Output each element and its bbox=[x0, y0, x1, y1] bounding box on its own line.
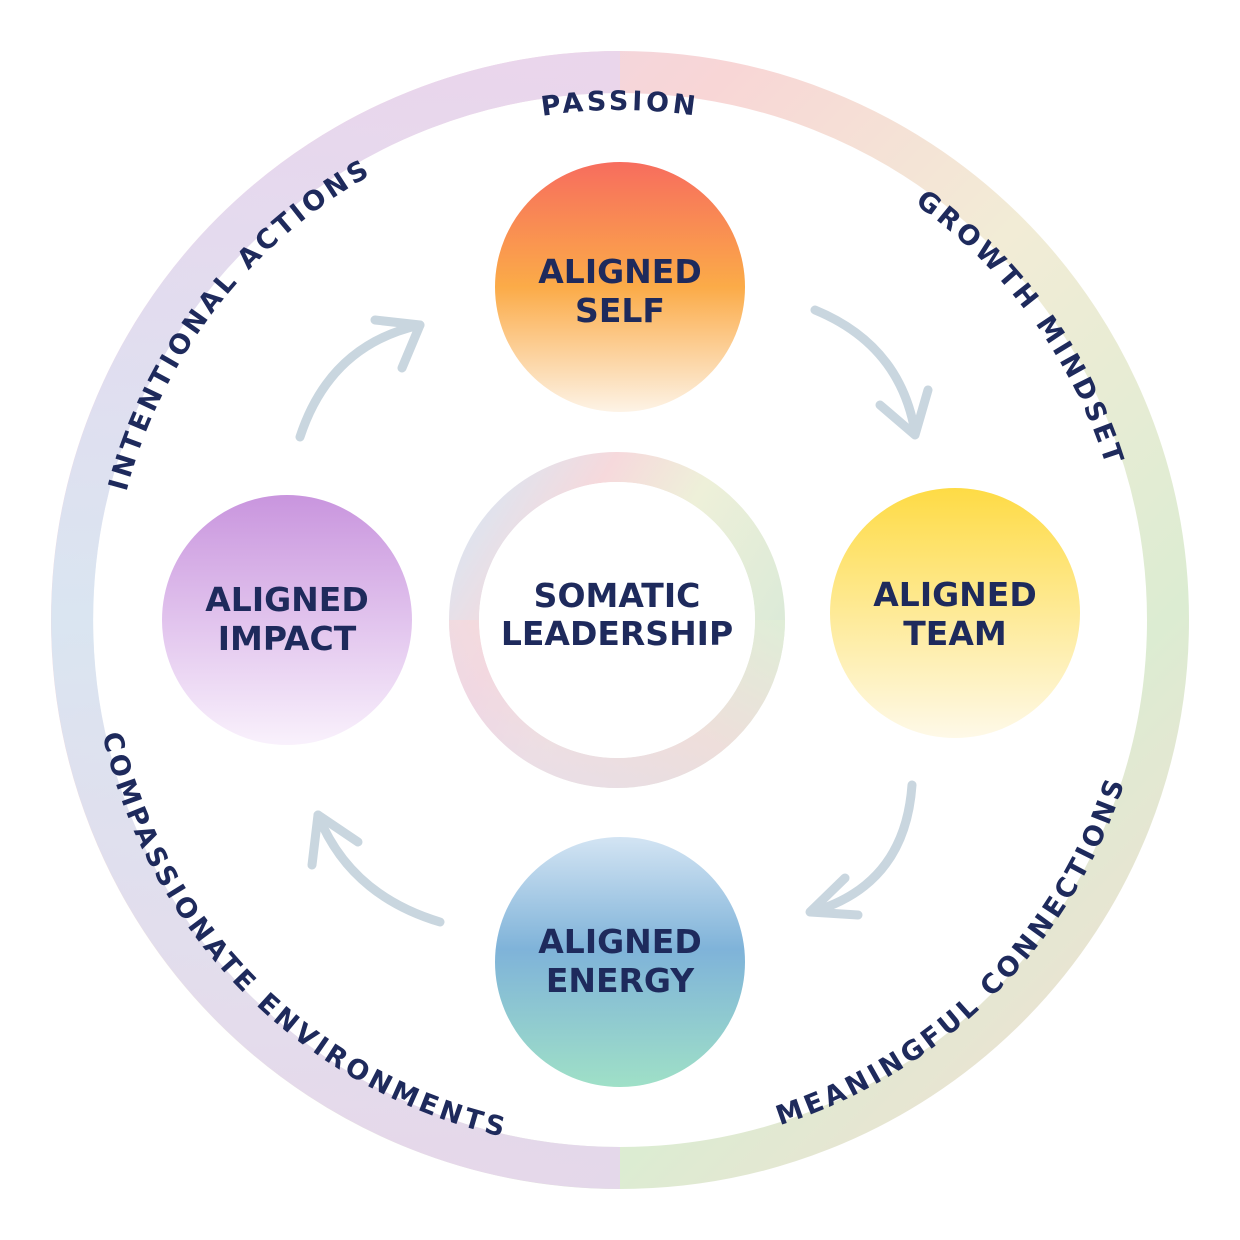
node-aligned-impact: ALIGNED IMPACT bbox=[162, 495, 412, 745]
node-aligned-impact-line1: ALIGNED bbox=[205, 580, 369, 619]
center-title-line1: SOMATIC bbox=[534, 576, 701, 615]
arrow-energy-to-impact-icon bbox=[307, 810, 445, 927]
node-aligned-team-line2: TEAM bbox=[903, 614, 1006, 653]
inner-ring bbox=[449, 452, 785, 788]
arrow-team-to-energy-icon bbox=[805, 780, 917, 920]
node-aligned-impact-line2: IMPACT bbox=[218, 619, 357, 658]
arrow-self-to-team-icon bbox=[810, 305, 933, 440]
ring-label-passion: PASSION bbox=[539, 86, 701, 123]
node-aligned-self-line2: SELF bbox=[575, 291, 665, 330]
node-aligned-self-line1: ALIGNED bbox=[538, 252, 702, 291]
arrow-impact-to-self-icon bbox=[295, 315, 425, 442]
center-title-line2: LEADERSHIP bbox=[501, 614, 733, 653]
node-aligned-energy: ALIGNED ENERGY bbox=[495, 837, 745, 1087]
node-aligned-self-circle bbox=[495, 162, 745, 412]
outer-ring bbox=[51, 51, 1189, 1189]
node-aligned-self: ALIGNED SELF bbox=[495, 162, 745, 412]
node-aligned-team-circle bbox=[830, 488, 1080, 738]
node-aligned-energy-line1: ALIGNED bbox=[538, 922, 702, 961]
node-aligned-energy-line2: ENERGY bbox=[546, 961, 695, 1000]
node-aligned-team-line1: ALIGNED bbox=[873, 575, 1037, 614]
node-aligned-team: ALIGNED TEAM bbox=[830, 488, 1080, 738]
node-aligned-impact-circle bbox=[162, 495, 412, 745]
node-aligned-energy-circle bbox=[495, 837, 745, 1087]
